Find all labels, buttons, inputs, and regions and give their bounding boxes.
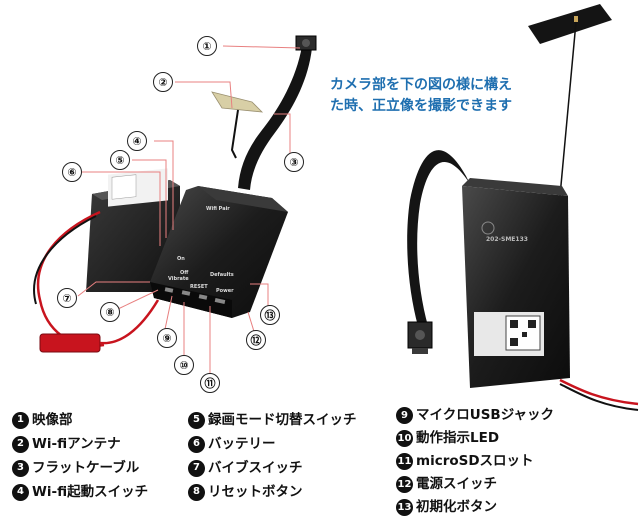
legend-text: リセットボタン xyxy=(208,484,303,500)
legend-number: 12 xyxy=(396,476,413,493)
battery-cable xyxy=(33,210,160,353)
right-antenna xyxy=(528,4,612,197)
legend-number: 3 xyxy=(12,459,29,477)
orientation-note-line-2: た時、正立像を撮影できます xyxy=(330,98,512,114)
legend-number: 8 xyxy=(188,483,205,501)
legend-number: 4 xyxy=(12,483,29,501)
legend-text: マイクロUSBジャック xyxy=(416,407,555,423)
legend-text: バイブスイッチ xyxy=(208,460,303,476)
legend-text: 録画モード切替スイッチ xyxy=(208,412,357,428)
callout-5: ⑤ xyxy=(110,150,130,170)
legend-number: 5 xyxy=(188,411,205,429)
label-power: Power xyxy=(216,288,234,294)
label-model: 202-SME133 xyxy=(486,236,528,243)
orientation-note-line-1: カメラ部を下の図の様に構え xyxy=(330,77,512,93)
callout-12: ⑫ xyxy=(246,330,266,350)
legend-number: 2 xyxy=(12,435,29,453)
label-vibrate: Vibrate xyxy=(168,276,189,282)
legend-number: 7 xyxy=(188,459,205,477)
label-wifi-pair: Wifi Pair xyxy=(206,206,230,212)
callout-8: ⑧ xyxy=(100,302,120,322)
camera-head xyxy=(295,35,317,51)
wifi-antenna xyxy=(211,91,264,159)
callout-11: ⑪ xyxy=(200,373,220,393)
legend-number: 9 xyxy=(396,407,413,424)
label-reset: RESET xyxy=(190,284,208,290)
right-device-body xyxy=(462,178,570,388)
label-off: Off xyxy=(180,270,189,276)
label-on: On xyxy=(177,256,185,262)
flat-cable xyxy=(238,46,312,190)
legend-text: 動作指示LED xyxy=(416,430,500,446)
legend-text: microSDスロット xyxy=(416,453,534,469)
legend-number: 6 xyxy=(188,435,205,453)
battery xyxy=(86,168,180,292)
legend-text: 映像部 xyxy=(32,412,73,428)
right-cable xyxy=(559,378,639,411)
device-body xyxy=(150,186,288,318)
legend-text: バッテリー xyxy=(208,436,276,452)
callout-10: ⑩ xyxy=(174,355,194,375)
callout-3: ③ xyxy=(284,152,304,172)
leader-lines xyxy=(77,45,301,380)
legend-text: 初期化ボタン xyxy=(416,499,497,515)
legend-text: 電源スイッチ xyxy=(416,476,497,492)
label-defaults: Defaults xyxy=(210,272,234,278)
legend-text: Wi-fi起動スイッチ xyxy=(32,484,149,500)
legend-text: フラットケーブル xyxy=(32,460,140,476)
callout-1: ① xyxy=(197,36,217,56)
legend-text: Wi-fiアンテナ xyxy=(32,436,121,452)
right-flat-cable xyxy=(407,150,470,326)
callout-6: ⑥ xyxy=(62,162,82,182)
legend-number: 10 xyxy=(396,430,413,447)
legend-number: 1 xyxy=(12,411,29,429)
legend-number: 11 xyxy=(396,453,413,470)
right-camera-head xyxy=(407,321,433,354)
callout-7: ⑦ xyxy=(57,288,77,308)
legend-number: 13 xyxy=(396,499,413,516)
callout-13: ⑬ xyxy=(260,305,280,325)
callout-4: ④ xyxy=(127,131,147,151)
callout-2: ② xyxy=(153,72,173,92)
orientation-note: カメラ部を下の図の様に構え た時、正立像を撮影できます xyxy=(330,75,630,117)
callout-9: ⑨ xyxy=(157,328,177,348)
